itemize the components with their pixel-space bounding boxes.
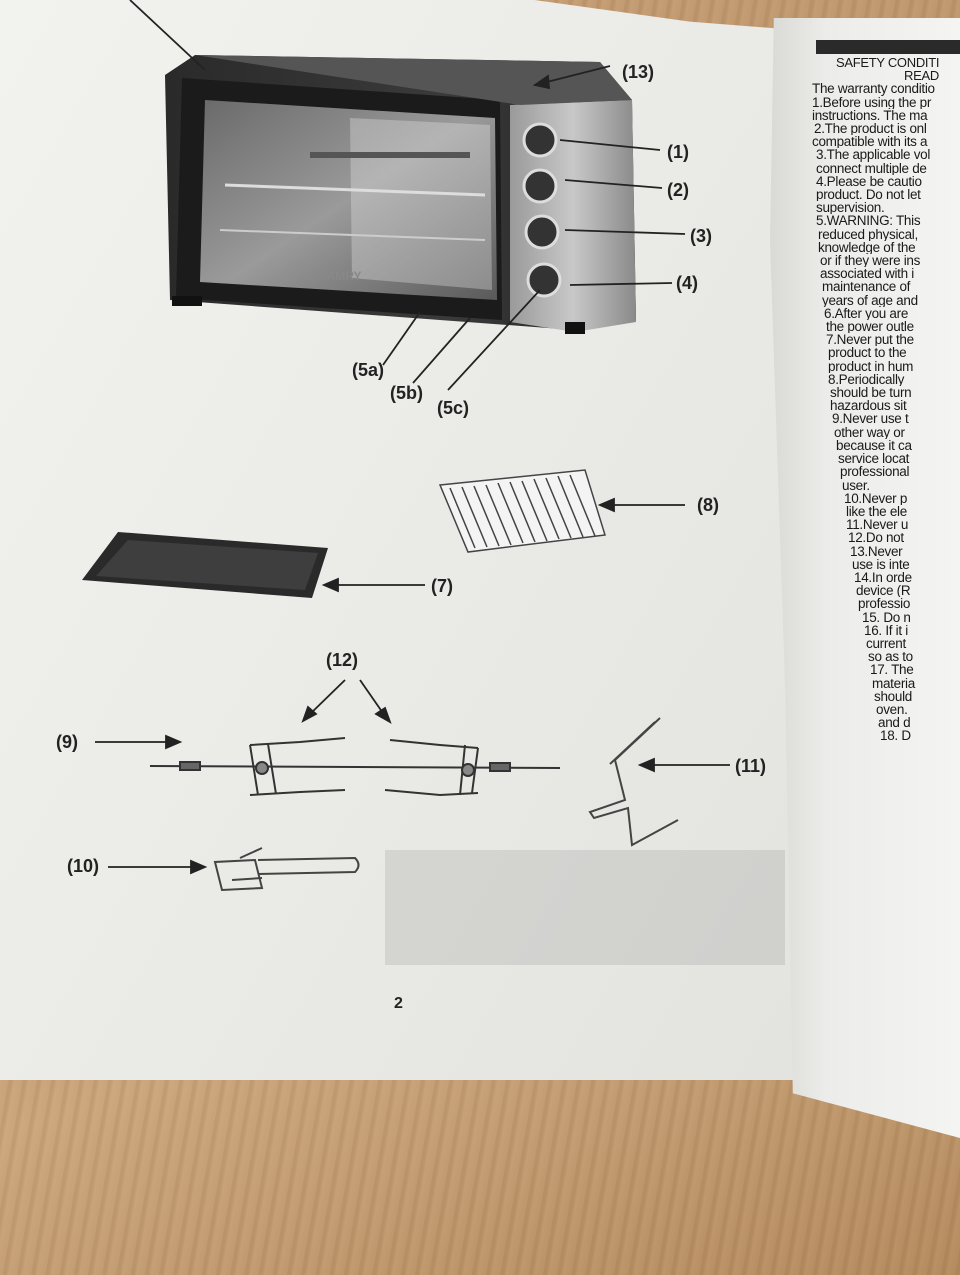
safety-line: 17. The bbox=[870, 663, 914, 677]
safety-line: oven. bbox=[876, 702, 908, 717]
label-4: (4) bbox=[676, 273, 698, 293]
safety-line: 10.Never p bbox=[844, 491, 908, 505]
label-5c: (5c) bbox=[437, 398, 470, 418]
safety-line: 14.In orde bbox=[854, 570, 912, 585]
rotisserie-spit-illustration bbox=[149, 737, 561, 797]
page-number: 2 bbox=[394, 995, 403, 1012]
safety-line: 13.Never bbox=[850, 544, 903, 558]
safety-line: device (R bbox=[856, 584, 911, 598]
safety-line: years of age and bbox=[822, 293, 918, 307]
safety-line: 4.Please be cautio bbox=[816, 174, 922, 189]
safety-conditions-column: SAFETY CONDITI READ The warranty conditi… bbox=[812, 40, 960, 743]
safety-line: reduced physical, bbox=[818, 227, 918, 241]
safety-line: materia bbox=[872, 676, 915, 690]
safety-line: service locat bbox=[838, 452, 910, 466]
safety-heading: SAFETY CONDITI bbox=[836, 55, 940, 70]
safety-line: 12.Do not bbox=[848, 531, 904, 545]
handle-tool-illustration bbox=[213, 847, 360, 892]
safety-line: 6.After you are bbox=[824, 306, 909, 321]
safety-subheading: READ bbox=[904, 68, 939, 84]
safety-line: product in hum bbox=[828, 359, 914, 373]
label-5a: (5a) bbox=[352, 360, 385, 380]
label-1: (1) bbox=[667, 142, 689, 162]
safety-line: maintenance of bbox=[822, 280, 911, 294]
safety-line: product to the bbox=[828, 346, 907, 360]
safety-line: hazardous sit bbox=[830, 399, 907, 413]
safety-line: connect multiple de bbox=[816, 161, 927, 175]
safety-line: or if they were ins bbox=[820, 254, 921, 268]
holder-leader bbox=[637, 757, 730, 773]
label-5b: (5b) bbox=[390, 383, 423, 403]
safety-line: should be turn bbox=[830, 386, 912, 400]
heading-bar bbox=[816, 40, 960, 54]
label-13: (13) bbox=[622, 62, 655, 82]
safety-line: user. bbox=[842, 478, 870, 492]
safety-line: so as to bbox=[868, 650, 913, 664]
safety-line: 7.Never put the bbox=[826, 333, 914, 347]
oven-illustration: CAMRY bbox=[165, 55, 636, 334]
grill-rack-leader bbox=[597, 497, 685, 513]
label-3: (3) bbox=[690, 226, 712, 246]
safety-line: because it ca bbox=[836, 438, 912, 453]
label-7: (7) bbox=[431, 576, 453, 596]
safety-line: and d bbox=[878, 716, 911, 730]
spit-leaders bbox=[95, 679, 392, 750]
safety-line: associated with i bbox=[820, 267, 914, 281]
safety-line: 1.Before using the pr bbox=[812, 95, 932, 109]
phone-shadow bbox=[385, 850, 785, 965]
oven-brand-logo: CAMRY bbox=[318, 269, 362, 283]
safety-line: 11.Never u bbox=[846, 518, 909, 532]
oven-leader-lines bbox=[129, 0, 686, 391]
label-11: (11) bbox=[735, 756, 767, 776]
safety-line: other way or bbox=[834, 425, 905, 439]
rotisserie-holder-illustration bbox=[588, 717, 679, 847]
safety-line: 3.The applicable vol bbox=[816, 148, 931, 162]
safety-line: compatible with its a bbox=[812, 135, 928, 149]
safety-line: knowledge of the bbox=[818, 240, 916, 255]
label-8: (8) bbox=[697, 495, 719, 515]
safety-line: 5.WARNING: This bbox=[816, 214, 921, 228]
safety-line: 2.The product is onl bbox=[814, 122, 927, 136]
safety-line: The warranty conditio bbox=[812, 82, 935, 96]
safety-line: should bbox=[874, 689, 912, 703]
safety-line: 16. If it i bbox=[864, 623, 908, 637]
label-12: (12) bbox=[326, 650, 359, 670]
safety-line: like the ele bbox=[846, 504, 907, 519]
safety-line: supervision. bbox=[816, 201, 885, 215]
label-9: (9) bbox=[56, 732, 78, 752]
safety-line: the power outle bbox=[826, 320, 914, 334]
label-10: (10) bbox=[67, 856, 100, 876]
label-2: (2) bbox=[667, 180, 689, 200]
safety-line: professio bbox=[858, 597, 911, 611]
safety-line: 8.Periodically bbox=[828, 372, 905, 387]
baking-tray-leader bbox=[321, 577, 425, 593]
manual-page-right bbox=[770, 18, 960, 1138]
safety-line: use is inte bbox=[852, 557, 910, 571]
safety-line: product. Do not let bbox=[816, 188, 921, 202]
safety-line: professional bbox=[840, 465, 910, 479]
safety-line: 9.Never use t bbox=[832, 412, 909, 426]
handle-tool-leader bbox=[108, 859, 208, 875]
safety-line: current bbox=[866, 636, 906, 651]
safety-line: 18. D bbox=[880, 729, 911, 743]
baking-tray-illustration bbox=[82, 532, 328, 598]
safety-line: instructions. The ma bbox=[812, 108, 928, 123]
safety-line: 15. Do n bbox=[862, 610, 911, 624]
grill-rack-illustration bbox=[438, 469, 606, 553]
